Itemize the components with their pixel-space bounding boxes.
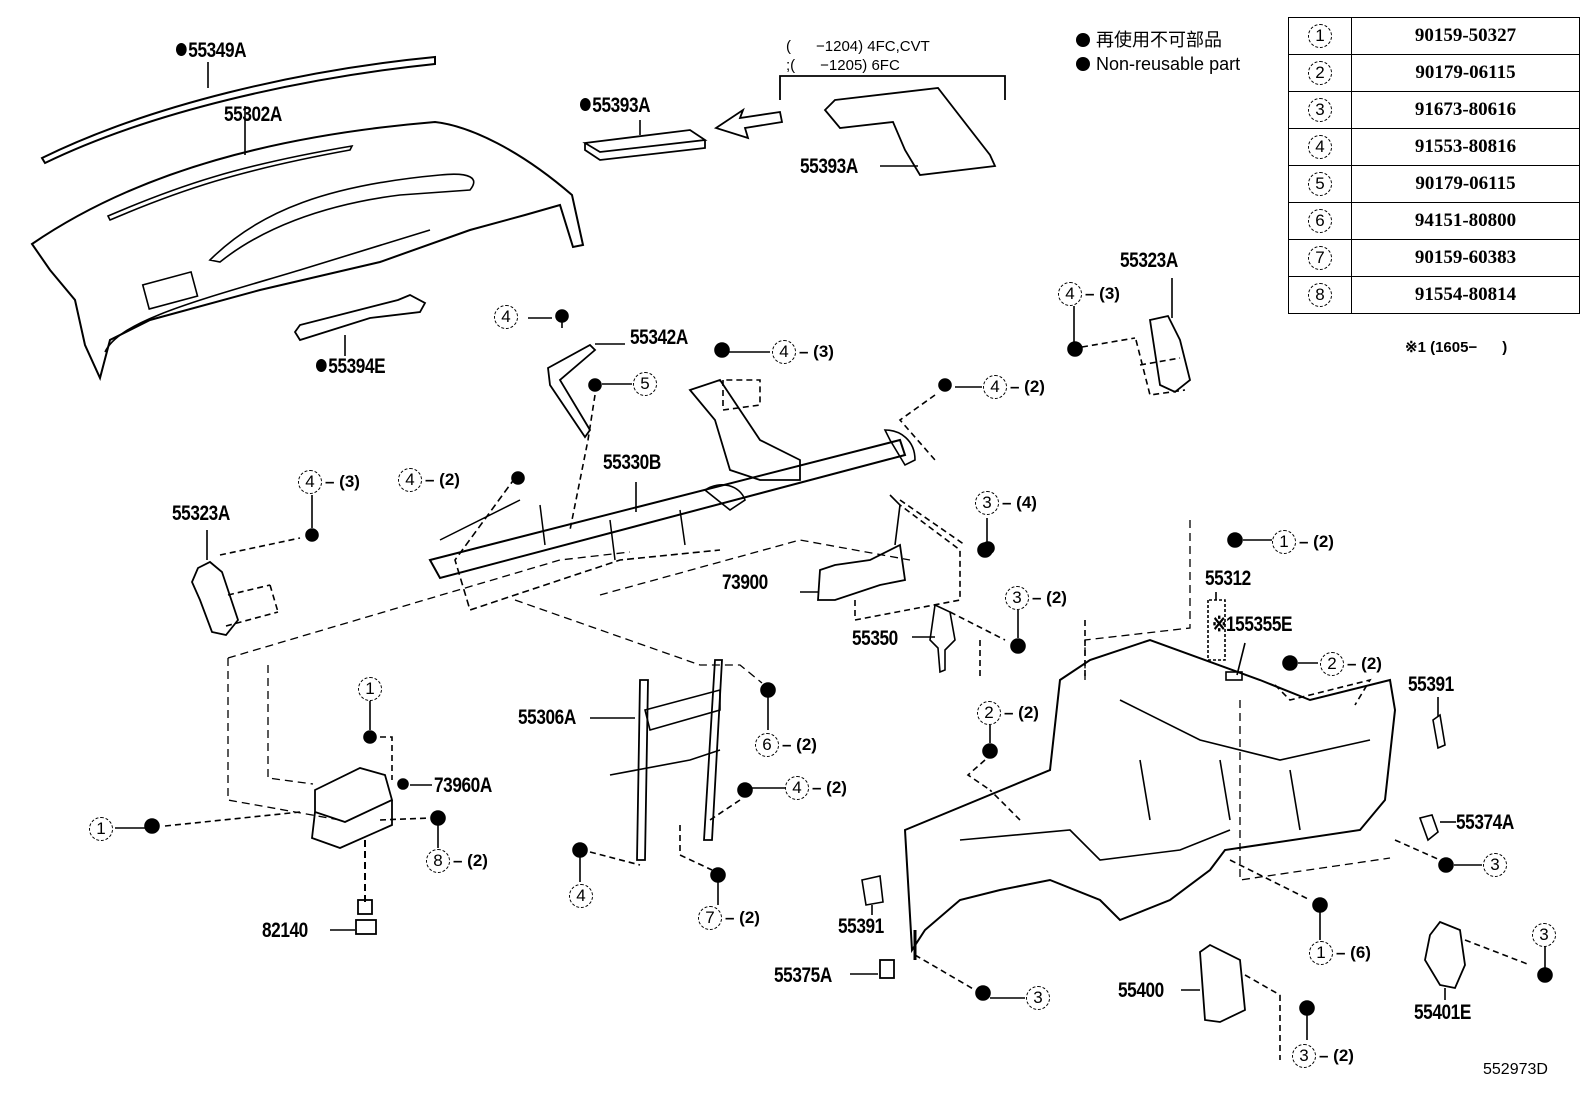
part-label-55391-left[interactable]: 55391 — [838, 915, 884, 938]
part-55330B-reinforcement — [428, 342, 982, 612]
part-55342A-brace — [528, 309, 632, 531]
part-55401E-cover — [1424, 920, 1553, 1000]
part-label-55393A-left[interactable]: 55393A — [580, 95, 651, 116]
part-label-55302A[interactable]: 55302A — [224, 103, 282, 126]
part-55393A-pad-left — [582, 120, 708, 161]
part-label-55394E[interactable]: 55394E — [316, 356, 386, 377]
callout-ref[interactable]: 3 — [1532, 923, 1556, 947]
part-55391-clip-left — [861, 875, 884, 915]
non-reusable-dot-icon — [1076, 57, 1090, 71]
callout-ref[interactable]: 4– (2) — [398, 468, 460, 492]
part-55375A-clip — [850, 959, 895, 979]
callout-ref[interactable]: 3– (4) — [975, 491, 1037, 515]
part-label-55350[interactable]: 55350 — [852, 627, 898, 650]
part-label-55374A[interactable]: 55374A — [1456, 811, 1514, 834]
footnote: ※1 (1605− ) — [1405, 339, 1508, 356]
dashed-guide-lines — [227, 520, 1391, 881]
part-label-55323A-left[interactable]: 55323A — [172, 502, 230, 525]
legend-item-jp: 再使用不可部品 — [1076, 28, 1240, 52]
callout-ref[interactable]: 7– (2) — [698, 906, 760, 930]
part-label-82140[interactable]: 82140 — [262, 919, 308, 942]
callout-ref[interactable]: 1 — [358, 677, 382, 701]
part-55323A-bracket-left — [191, 495, 319, 636]
callout-ref[interactable]: 3 — [1026, 986, 1050, 1010]
non-reusable-dot-icon — [316, 359, 327, 372]
callout-ref[interactable]: 5 — [633, 372, 657, 396]
non-reusable-dot-icon — [580, 98, 591, 111]
part-label-55375A[interactable]: 55375A — [774, 964, 832, 987]
lower-fasteners — [914, 859, 1328, 1001]
callout-ref[interactable]: 1– (6) — [1309, 941, 1371, 965]
callout-ref[interactable]: 4 — [494, 305, 518, 329]
part-55349A-molding — [40, 55, 436, 165]
part-55302A-instrument-panel — [30, 106, 585, 381]
part-label-55330B[interactable]: 55330B — [603, 451, 661, 474]
legend: 再使用不可部品 Non-reusable part — [1076, 28, 1240, 76]
callout-ref[interactable]: 4– (3) — [772, 340, 834, 364]
non-reusable-dot-icon — [176, 43, 187, 56]
part-55393A-pad-right — [823, 87, 997, 176]
part-label-55355E[interactable]: ※155355E — [1212, 613, 1293, 636]
beam-fasteners — [981, 541, 995, 555]
part-label-73960A[interactable]: 73960A — [434, 774, 492, 797]
part-55350-bracket — [912, 603, 1026, 680]
part-55391-clip-right — [1432, 697, 1446, 750]
arrow-icon — [713, 107, 784, 140]
callout-ref[interactable]: 6– (2) — [755, 733, 817, 757]
callout-ref[interactable]: 3– (2) — [1292, 1044, 1354, 1068]
callout-ref[interactable]: 1 — [89, 817, 113, 841]
part-label-55391-right[interactable]: 55391 — [1408, 673, 1454, 696]
callout-ref[interactable]: 4– (3) — [298, 470, 360, 494]
part-label-55400[interactable]: 55400 — [1118, 979, 1164, 1002]
part-55306A-brace — [572, 659, 785, 905]
variant-note: ( −1204) 4FC,CVT;( −1205) 6FC — [786, 38, 930, 74]
callout-ref[interactable]: 4– (2) — [983, 375, 1045, 399]
part-55323A-bracket-right — [1067, 278, 1192, 396]
part-label-55342A[interactable]: 55342A — [630, 326, 688, 349]
part-label-55312[interactable]: 55312 — [1205, 567, 1251, 590]
part-55394E-duct — [293, 294, 427, 356]
callout-ref[interactable]: 3 — [1483, 853, 1507, 877]
part-label-55393A-right[interactable]: 55393A — [800, 155, 858, 178]
part-55400-bracket — [1181, 943, 1315, 1060]
part-label-55323A-right[interactable]: 55323A — [1120, 249, 1178, 272]
variant-bracket — [779, 75, 1006, 100]
callout-ref[interactable]: 1– (2) — [1272, 530, 1334, 554]
non-reusable-dot-icon — [1076, 33, 1090, 47]
part-label-55401E[interactable]: 55401E — [1414, 1001, 1471, 1024]
part-55374A-bracket — [1394, 814, 1482, 873]
figure-number: 552973D — [1483, 1061, 1548, 1078]
callout-ref[interactable]: 4– (2) — [785, 776, 847, 800]
part-label-55306A[interactable]: 55306A — [518, 706, 576, 729]
callout-ref[interactable]: 4– (3) — [1058, 282, 1120, 306]
part-55312-lower-panel — [903, 532, 1397, 960]
part-label-55349A[interactable]: 55349A — [176, 40, 247, 61]
callout-ref[interactable]: 2– (2) — [977, 701, 1039, 725]
legend-item-en: Non-reusable part — [1076, 52, 1240, 76]
callout-ref[interactable]: 8– (2) — [426, 849, 488, 873]
part-label-73900[interactable]: 73900 — [722, 571, 768, 594]
callout-ref[interactable]: 2– (2) — [1320, 652, 1382, 676]
callout-ref[interactable]: 4 — [569, 884, 593, 908]
callout-ref[interactable]: 3– (2) — [1005, 586, 1067, 610]
part-73960A-module — [115, 700, 446, 935]
